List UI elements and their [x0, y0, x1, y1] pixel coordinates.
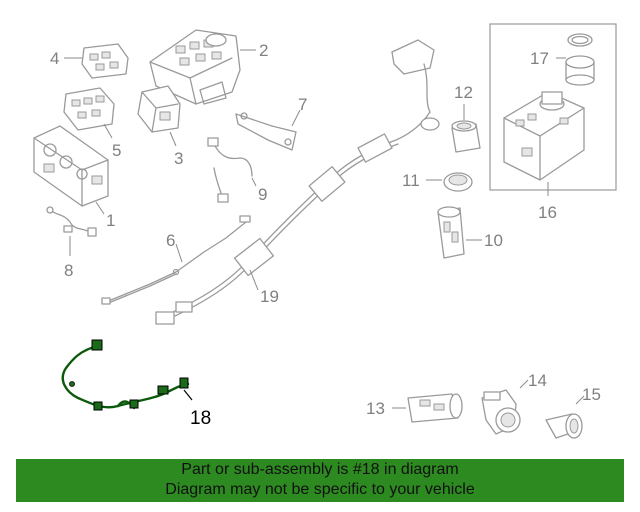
part-13-socket[interactable] [407, 393, 463, 423]
callout-18: 18 [190, 408, 211, 429]
callout-4: 4 [50, 49, 59, 68]
part-16-shifter-assembly[interactable] [503, 91, 585, 181]
part-19-shift-cable[interactable] [155, 39, 440, 325]
banner-line-2: Diagram may not be specific to your vehi… [165, 481, 475, 498]
part-8-small-harness[interactable] [46, 206, 97, 237]
callout-6: 6 [166, 231, 175, 250]
part-15-cap[interactable] [545, 413, 583, 439]
part-10-socket[interactable] [437, 206, 465, 259]
part-5-switch-module[interactable] [63, 87, 115, 131]
callout-12: 12 [454, 83, 473, 102]
part-12-bushing[interactable] [451, 120, 481, 153]
part-2-gear-selector-housing[interactable] [149, 29, 241, 105]
callout-14: 14 [528, 371, 547, 390]
parts-diagram: 4 2 5 3 [33, 23, 617, 439]
callout-16: 16 [538, 203, 557, 222]
callout-13: 13 [366, 399, 385, 418]
part-17-knob[interactable] [565, 33, 595, 86]
part-6-long-harness[interactable] [101, 215, 251, 305]
callout-8: 8 [64, 261, 73, 280]
part-info-banner: Part or sub-assembly is #18 in diagram D… [16, 459, 624, 502]
part-11-ring[interactable] [443, 172, 473, 192]
part-4-switch-panel[interactable] [81, 43, 129, 79]
part-9-sensor-harness[interactable] [207, 137, 253, 203]
callout-3: 3 [174, 149, 183, 168]
part-3-module[interactable] [137, 85, 181, 133]
callout-11: 11 [402, 171, 420, 190]
banner-line-1: Part or sub-assembly is #18 in diagram [181, 461, 459, 478]
callout-1: 1 [106, 211, 115, 230]
callout-5: 5 [112, 141, 121, 160]
part-18-wiring-harness[interactable] [61, 339, 190, 411]
callout-7: 7 [298, 95, 307, 114]
callout-15: 15 [582, 385, 601, 404]
part-16-box [489, 23, 617, 191]
callout-2: 2 [259, 41, 268, 60]
part-14-housing[interactable] [481, 389, 521, 435]
callout-19: 19 [260, 287, 279, 306]
callout-17: 17 [530, 49, 549, 68]
part-1-control-panel[interactable] [33, 125, 109, 207]
part-7-bracket[interactable] [235, 112, 297, 151]
callout-10: 10 [484, 231, 503, 250]
callout-9: 9 [258, 185, 267, 204]
